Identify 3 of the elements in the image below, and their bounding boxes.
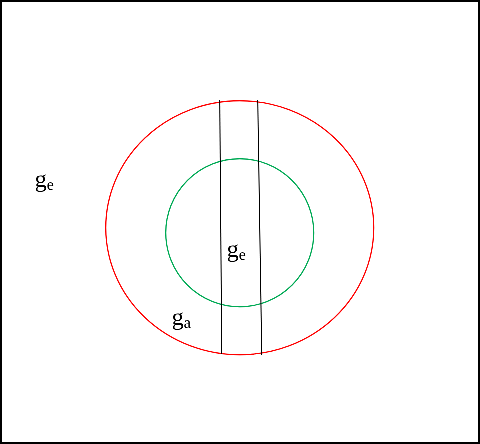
region-label: g$_{e}$	[227, 238, 246, 264]
region-label: g$_{a}$	[172, 306, 192, 332]
region-label: g$_{e}$	[35, 168, 54, 194]
